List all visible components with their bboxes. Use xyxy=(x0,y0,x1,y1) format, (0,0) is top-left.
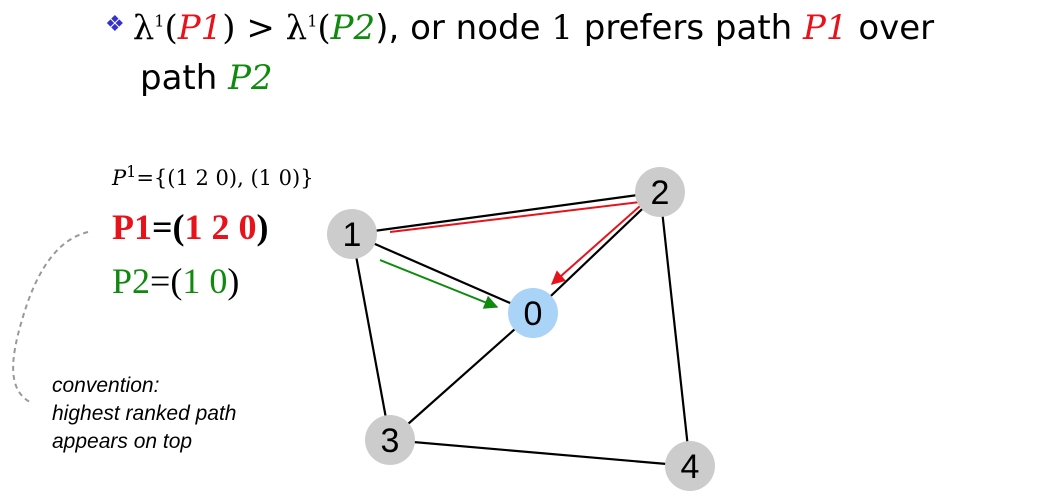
edge-1-2 xyxy=(351,190,661,236)
bullet-line-2: path P2 xyxy=(140,58,273,98)
convention-note: convention: highest ranked path appears … xyxy=(52,374,237,453)
lambda-symbol: λ xyxy=(132,8,155,48)
p2-path: P2=(1 0) xyxy=(112,261,240,301)
bullet-line-1: ❖λ1(P1) > λ1(P2), or node 1 prefers path… xyxy=(105,8,935,48)
diamond-bullet-icon: ❖ xyxy=(105,12,125,37)
convention-connector xyxy=(12,231,89,403)
svg-text:2: 2 xyxy=(651,174,670,212)
svg-text:3: 3 xyxy=(381,422,400,460)
path-set: P1={(1 2 0), (1 0)} xyxy=(112,162,314,190)
node-0: 0 xyxy=(508,288,558,338)
p2-label: P2 xyxy=(330,8,376,48)
p2-arrow-1-to-0 xyxy=(379,259,499,309)
node-1: 1 xyxy=(327,209,377,259)
svg-text:0: 0 xyxy=(524,295,543,333)
node-3: 3 xyxy=(365,415,415,465)
p1-path: P1=(1 2 0) xyxy=(112,207,269,247)
edge-2-4 xyxy=(658,191,692,467)
node-2: 2 xyxy=(635,167,685,217)
svg-text:1: 1 xyxy=(343,216,362,254)
edge-3-4 xyxy=(389,438,691,468)
svg-text:4: 4 xyxy=(681,448,700,486)
node-4: 4 xyxy=(665,441,715,491)
p1-arrow-2-to-0 xyxy=(550,205,641,285)
edge-1-0 xyxy=(351,232,534,315)
p1-arrow-1-to-2 xyxy=(389,201,641,233)
p1-label: P1 xyxy=(177,8,223,48)
edge-1-3 xyxy=(350,233,392,441)
edge-2-0 xyxy=(532,191,661,314)
edge-3-0 xyxy=(389,312,534,441)
